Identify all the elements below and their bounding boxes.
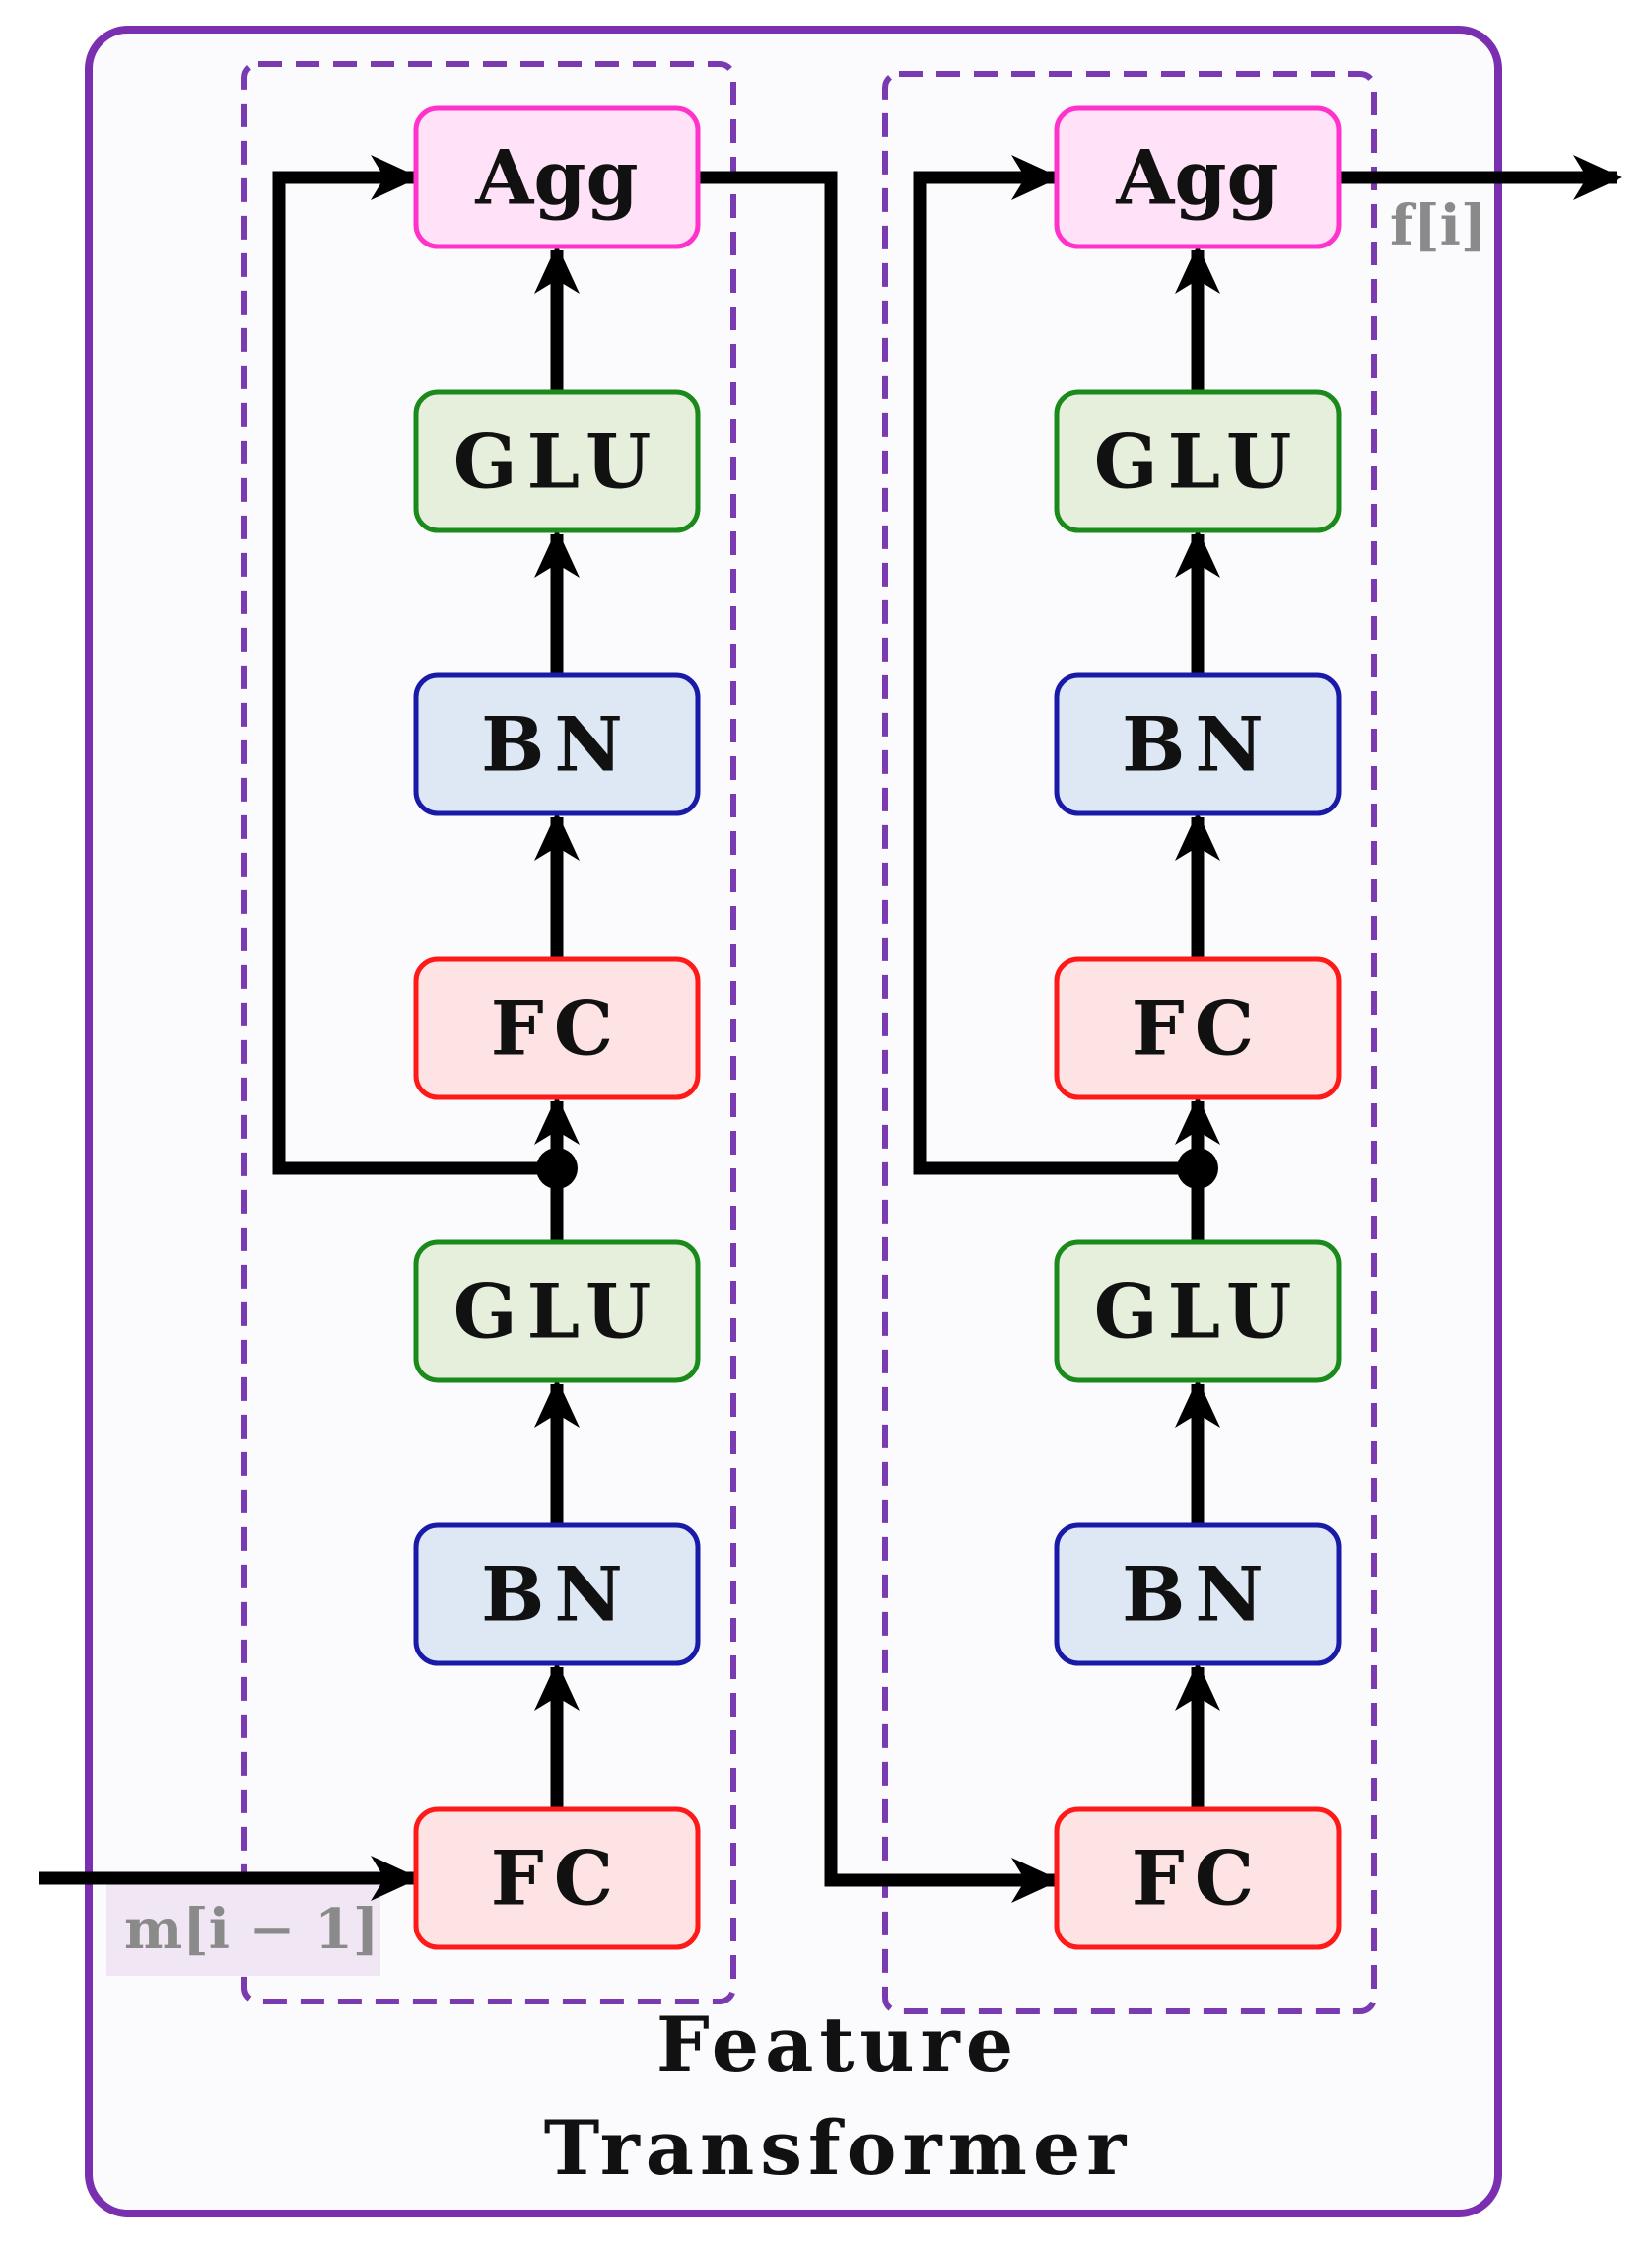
block-2-bn-node-2: BN [1054, 1522, 1342, 1666]
agg-label: Agg [474, 134, 638, 222]
fc-box [1054, 956, 1342, 1100]
bn-label: BN [481, 1551, 633, 1639]
outer-container [85, 26, 1502, 2217]
bn-box [413, 672, 701, 816]
glu-label: GLU [1094, 418, 1301, 506]
bn-box [1054, 1522, 1342, 1666]
block-1-fc-node-1: FC [413, 1806, 701, 1950]
glu-box [413, 1239, 701, 1383]
block-2-glu-node-3: GLU [1054, 1239, 1342, 1383]
block-link-arrow [698, 171, 1061, 1903]
fc-label: FC [1132, 1835, 1264, 1923]
block-2-bn-node-5: BN [1054, 672, 1342, 816]
bn-label: BN [481, 701, 633, 789]
input-label: m[i − 1] [124, 1897, 379, 1962]
glu-label: GLU [453, 1268, 660, 1356]
block-1-bn-node-2: BN [413, 1522, 701, 1666]
block-1-fc-node-4: FC [413, 956, 701, 1100]
glu-box [1054, 389, 1342, 533]
glu-box [413, 389, 701, 533]
block-1-bn-node-5: BN [413, 672, 701, 816]
agg-box [413, 105, 701, 249]
block-2-agg-node-7: Agg [1054, 105, 1342, 249]
fc-box [1054, 1806, 1342, 1950]
bn-label: BN [1122, 701, 1273, 789]
bn-label: BN [1122, 1551, 1273, 1639]
fc-label: FC [1132, 985, 1264, 1073]
glu-label: GLU [453, 418, 660, 506]
agg-box [1054, 105, 1342, 249]
connections [39, 155, 1622, 1903]
block-1-glu-node-6: GLU [413, 389, 701, 533]
glu-box [1054, 1239, 1342, 1383]
block-2-skip-connection [913, 155, 1198, 1175]
bn-box [1054, 672, 1342, 816]
fc-label: FC [491, 985, 623, 1073]
block-2-junction-dot [1177, 1148, 1218, 1189]
block-2-fc-node-1: FC [1054, 1806, 1342, 1950]
block-1-agg-node-7: Agg [413, 105, 701, 249]
diagram-title-line-1: Feature [656, 2001, 1019, 2088]
agg-label: Agg [1115, 134, 1278, 222]
block-1-junction-dot [536, 1148, 578, 1189]
fc-box [413, 1806, 701, 1950]
block-2-fc-node-4: FC [1054, 956, 1342, 1100]
block-2-group [882, 71, 1377, 2014]
block-1-glu-node-3: GLU [413, 1239, 701, 1383]
fc-label: FC [491, 1835, 623, 1923]
fc-box [413, 956, 701, 1100]
glu-label: GLU [1094, 1268, 1301, 1356]
block-2-glu-node-6: GLU [1054, 389, 1342, 533]
output-label: f[i] [1390, 193, 1486, 258]
block-1-skip-connection [272, 155, 557, 1175]
block-1-group [241, 61, 736, 2004]
bn-box [413, 1522, 701, 1666]
diagram-title-line-2: Transformer [544, 2104, 1133, 2192]
input-label-bg [106, 1881, 380, 1976]
